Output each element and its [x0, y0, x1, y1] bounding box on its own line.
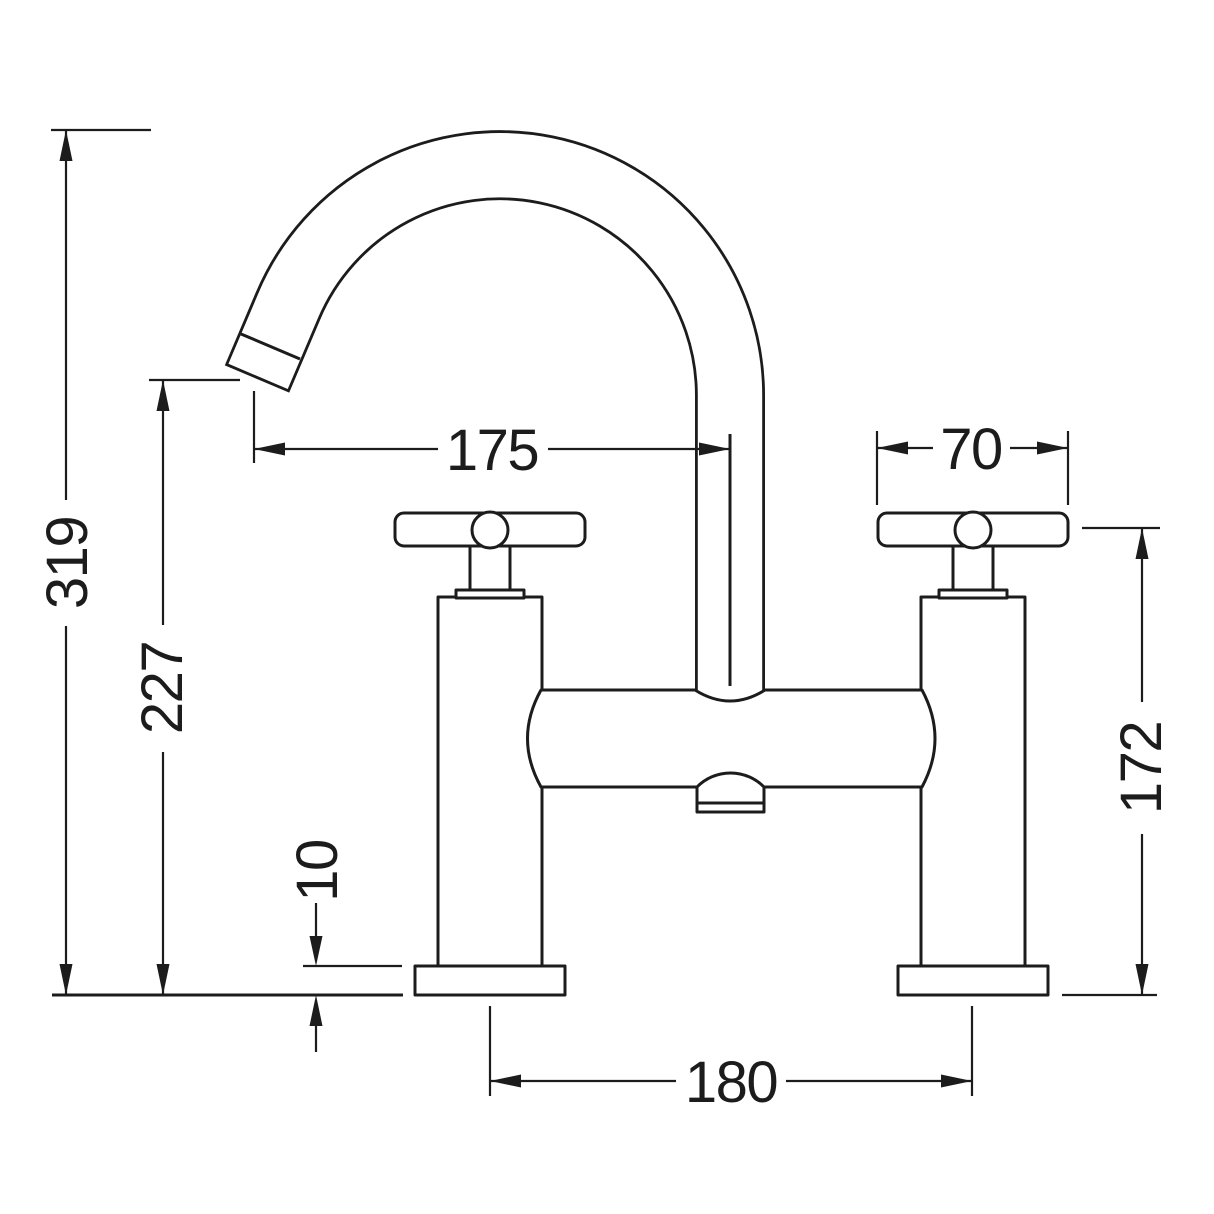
tap-outline [52, 130, 1070, 997]
right-handle [876, 510, 1070, 600]
spout-body-junction-curve [694, 688, 766, 703]
arrowhead-down-icon [156, 964, 170, 995]
arrowhead-left-icon [877, 441, 908, 455]
right-pillar [919, 595, 1027, 968]
dimension-body-height: 172 [1062, 526, 1174, 997]
arrowhead-up-icon [59, 130, 73, 161]
right-base-flange [896, 964, 1050, 997]
dimension-label-body-height: 172 [1109, 722, 1174, 814]
arrowhead-right-icon [1037, 441, 1068, 455]
dimension-label-spout-outlet-height: 227 [130, 642, 195, 734]
left-handle-hub [470, 510, 510, 550]
dimension-label-overall-height: 319 [35, 517, 100, 609]
dimension-label-base-plate-thickness: 10 [285, 840, 350, 902]
arrowhead-right-icon [941, 1074, 972, 1088]
dimension-label-tap-centres: 180 [685, 1050, 777, 1115]
arrowhead-down-icon [59, 964, 73, 995]
spout-aerator-band [240, 332, 301, 361]
arrowhead-down-icon [1135, 964, 1149, 995]
dimension-tap-centres: 180 [488, 1006, 974, 1115]
right-handle-base-plate [937, 588, 1009, 600]
arrowhead-up-icon [156, 380, 170, 411]
arrowhead-left-icon [254, 442, 285, 456]
dimension-label-handle-width: 70 [940, 417, 1002, 482]
arrowhead-down-icon [309, 936, 323, 966]
dimension-label-spout-reach: 175 [446, 418, 538, 483]
left-handle-base-plate [454, 588, 526, 600]
left-handle-stem [468, 544, 512, 593]
arrowhead-right-icon [699, 442, 730, 456]
spout-core [228, 133, 763, 694]
dimension-spout-outlet-height: 227 [130, 378, 240, 995]
arrowhead-up-icon [1135, 528, 1149, 559]
right-handle-stem [951, 544, 995, 593]
dimension-base-plate-thickness: 10 [285, 840, 402, 1052]
tap-body [526, 688, 937, 789]
left-handle [393, 510, 587, 600]
outlet-box [695, 787, 766, 814]
left-base-flange [413, 964, 567, 997]
dimensions: 319 227 175 70 [35, 128, 1174, 1115]
dimension-overall-height: 319 [35, 128, 151, 995]
right-handle-hub [953, 510, 993, 550]
outlet-dome [695, 771, 766, 789]
left-pillar [436, 595, 544, 968]
arrowhead-up-icon [309, 995, 323, 1026]
dimension-spout-reach: 175 [252, 391, 730, 483]
dimension-handle-width: 70 [875, 417, 1070, 505]
arrowhead-left-icon [490, 1074, 521, 1088]
